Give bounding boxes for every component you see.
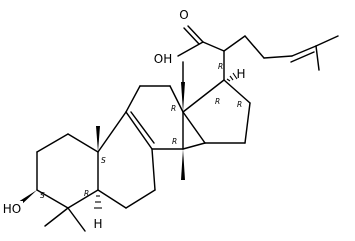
c5-hydrogen-label: H [93, 217, 102, 231]
stereo-d-ring: R [237, 100, 242, 109]
side-chain-bonds [223, 35, 339, 81]
d-ring [182, 72, 251, 144]
c17-hydrogen-label: H [236, 67, 245, 81]
c-ring [125, 85, 206, 150]
ring-hydroxyl-label: HO [3, 202, 21, 216]
stereo-c10: S [101, 156, 106, 165]
stereo-c13: R [171, 104, 176, 113]
stereo-c3: S [40, 191, 45, 200]
stereo-c20: R [218, 62, 223, 71]
stereo-c5: R [84, 189, 89, 198]
a-ring [18, 133, 102, 232]
carboxylic-acid-group [177, 25, 225, 57]
stereo-c17: R [215, 97, 220, 106]
stereo-descriptors: R R R R R S S R [40, 62, 242, 200]
b-ring [96, 111, 156, 209]
atom-labels: O OH HO H H [1, 7, 246, 231]
stereo-c14: R [172, 137, 177, 146]
angular-methyls [181, 61, 185, 180]
carbonyl-oxygen-label: O [179, 8, 188, 22]
acid-hydroxyl-label: OH [154, 52, 172, 66]
